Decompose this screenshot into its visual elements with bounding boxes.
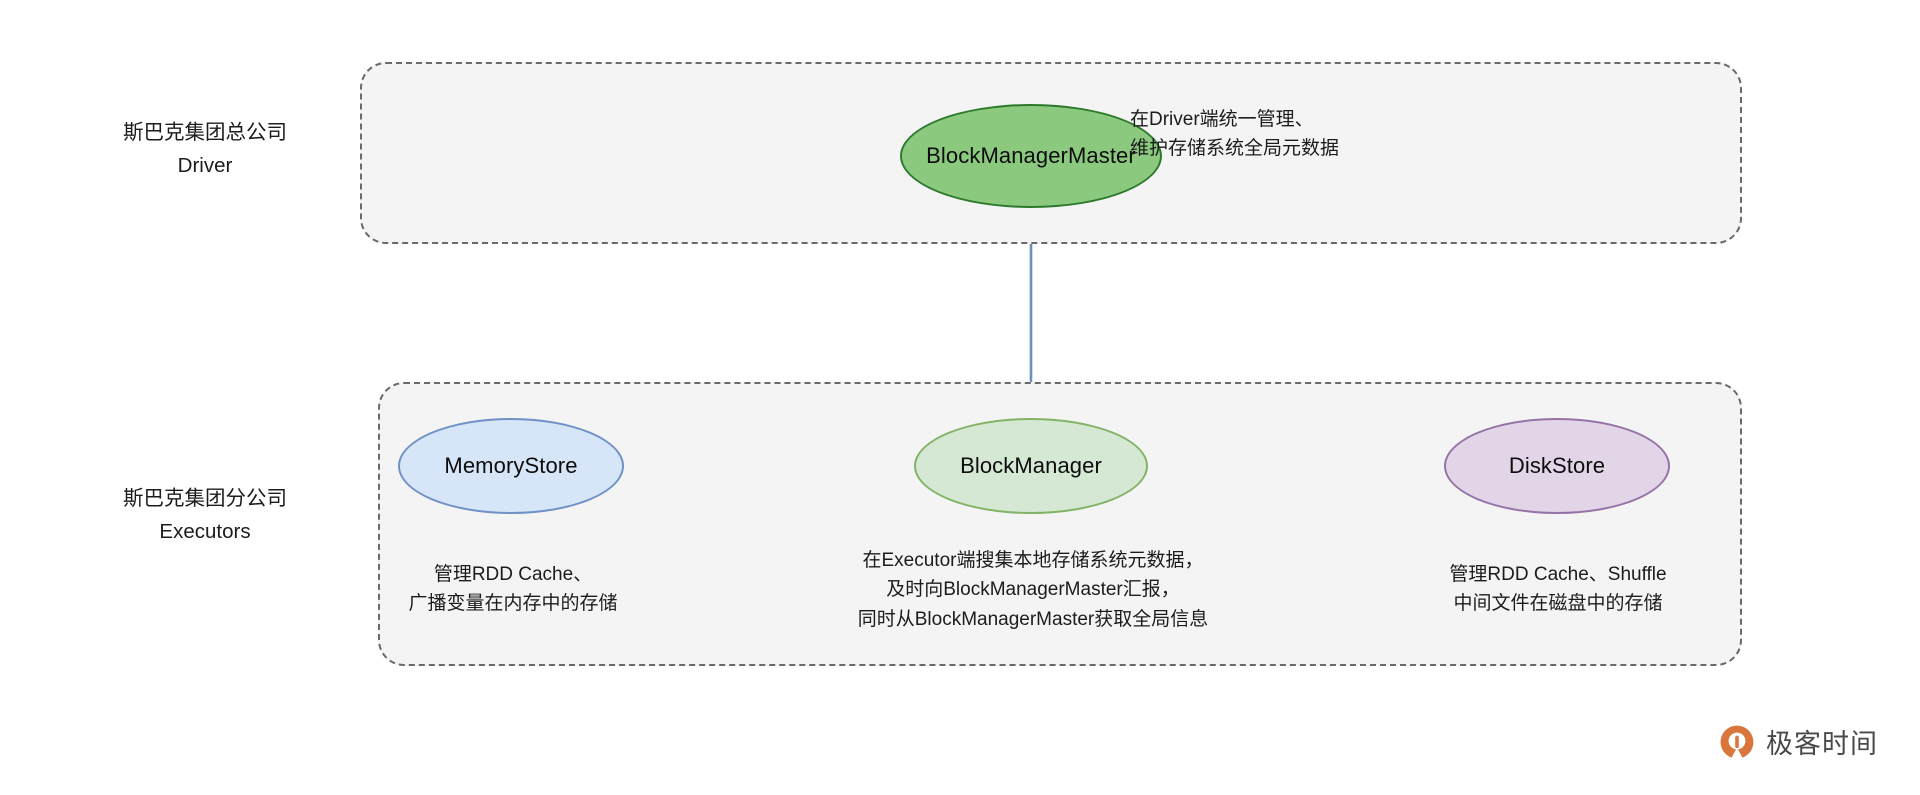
driver-annotation: 在Driver端统一管理、 维护存储系统全局元数据 <box>1130 105 1550 164</box>
blockmanager-annotation-line2: 及时向BlockManagerMaster汇报， <box>886 579 1180 601</box>
node-blockmanager-label: BlockManager <box>960 453 1102 478</box>
node-blockmanagermaster-label: BlockManagerMaster <box>926 143 1136 168</box>
driver-side-label-cn: 斯巴克集团总公司 <box>123 121 287 144</box>
driver-annotation-line1: 在Driver端统一管理、 <box>1130 109 1314 130</box>
watermark: 极客时间 <box>1718 722 1878 761</box>
driver-side-label: 斯巴克集团总公司 Driver <box>50 116 360 182</box>
node-blockmanagermaster: BlockManagerMaster <box>900 104 1162 208</box>
executor-side-label: 斯巴克集团分公司 Executors <box>50 482 360 548</box>
executor-side-label-cn: 斯巴克集团分公司 <box>123 487 287 510</box>
blockmanager-annotation-line1: 在Executor端搜集本地存储系统元数据， <box>862 550 1204 571</box>
watermark-text: 极客时间 <box>1766 729 1878 759</box>
node-diskstore-label: DiskStore <box>1508 453 1606 478</box>
node-diskstore: DiskStore <box>1444 418 1670 514</box>
memorystore-annotation: 管理RDD Cache、 广播变量在内存中的存储 <box>370 560 656 619</box>
blockmanager-annotation-line3: 同时从BlockManagerMaster获取全局信息 <box>857 608 1209 630</box>
diskstore-annotation: 管理RDD Cache、Shuffle 中间文件在磁盘中的存储 <box>1408 560 1708 619</box>
node-memorystore: MemoryStore <box>398 418 624 514</box>
driver-side-label-en: Driver <box>177 154 233 178</box>
diskstore-annotation-line1: 管理RDD Cache、Shuffle <box>1449 564 1667 585</box>
memorystore-annotation-line1: 管理RDD Cache、 <box>433 564 593 585</box>
driver-annotation-line2: 维护存储系统全局元数据 <box>1130 138 1340 160</box>
diskstore-annotation-line2: 中间文件在磁盘中的存储 <box>1453 593 1663 615</box>
node-blockmanager: BlockManager <box>914 418 1148 514</box>
executor-side-label-en: Executors <box>159 520 251 544</box>
node-memorystore-label: MemoryStore <box>444 453 578 478</box>
memorystore-annotation-line2: 广播变量在内存中的存储 <box>408 593 618 615</box>
blockmanager-annotation: 在Executor端搜集本地存储系统元数据， 及时向BlockManagerMa… <box>800 546 1266 634</box>
geekbang-logo-icon <box>1720 725 1754 758</box>
